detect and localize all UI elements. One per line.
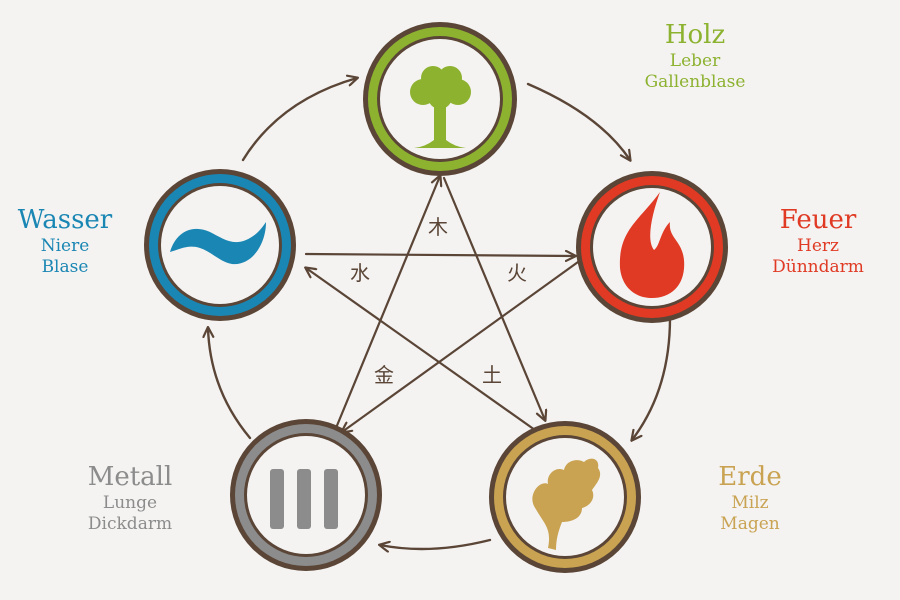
bars-icon	[270, 469, 338, 529]
arrow-metall-holz	[334, 176, 440, 430]
feuer-name: Feuer	[779, 205, 857, 235]
arrow-erde-wasser	[306, 268, 537, 432]
leaf-icon	[532, 458, 601, 550]
metall-node	[230, 419, 382, 571]
feuer-label: Feuer Herz Dünndarm	[748, 205, 888, 277]
holz-label: Holz Leber Gallenblase	[600, 20, 790, 92]
wasser-organ-1: Niere	[40, 236, 90, 257]
erde-name: Erde	[718, 462, 782, 492]
holz-node	[363, 22, 517, 176]
glyph-feuer: 火	[507, 261, 527, 285]
erde-organ-1: Milz	[731, 493, 769, 514]
glyph-erde: 土	[482, 363, 502, 387]
feuer-organ-1: Herz	[797, 236, 839, 257]
tree-icon	[410, 66, 471, 148]
arrow-holz-feuer	[526, 82, 630, 160]
holz-name: Holz	[664, 20, 726, 50]
wasser-name: Wasser	[17, 205, 113, 235]
arrow-wasser-feuer	[304, 254, 575, 256]
arrow-wasser-holz	[241, 78, 357, 162]
glyph-holz: 木	[428, 215, 448, 239]
arrow-metall-wasser	[208, 328, 252, 440]
feuer-node	[576, 171, 728, 323]
glyph-metall: 金	[374, 363, 394, 387]
holz-organ-2: Gallenblase	[644, 71, 746, 92]
arrow-erde-metall	[380, 538, 492, 549]
metall-label: Metall Lunge Dickdarm	[60, 462, 200, 534]
arrow-holz-erde	[442, 176, 545, 420]
controlling-star	[304, 176, 580, 432]
erde-node	[489, 421, 641, 573]
metall-name: Metall	[87, 462, 173, 492]
wave-icon	[170, 222, 266, 265]
glyph-wasser: 水	[350, 261, 370, 285]
wasser-organ-2: Blase	[41, 256, 89, 277]
erde-organ-2: Magen	[720, 513, 780, 534]
generating-cycle	[208, 78, 672, 549]
wasser-node	[144, 169, 296, 321]
wasser-label: Wasser Niere Blase	[0, 205, 130, 277]
feuer-organ-2: Dünndarm	[772, 256, 864, 277]
erde-label: Erde Milz Magen	[680, 462, 820, 534]
flame-icon	[619, 192, 685, 298]
holz-organ-1: Leber	[669, 51, 721, 72]
metall-organ-1: Lunge	[102, 493, 158, 514]
arrow-feuer-metall	[342, 260, 580, 432]
metall-organ-2: Dickdarm	[87, 513, 173, 534]
arrow-feuer-erde	[632, 316, 672, 440]
